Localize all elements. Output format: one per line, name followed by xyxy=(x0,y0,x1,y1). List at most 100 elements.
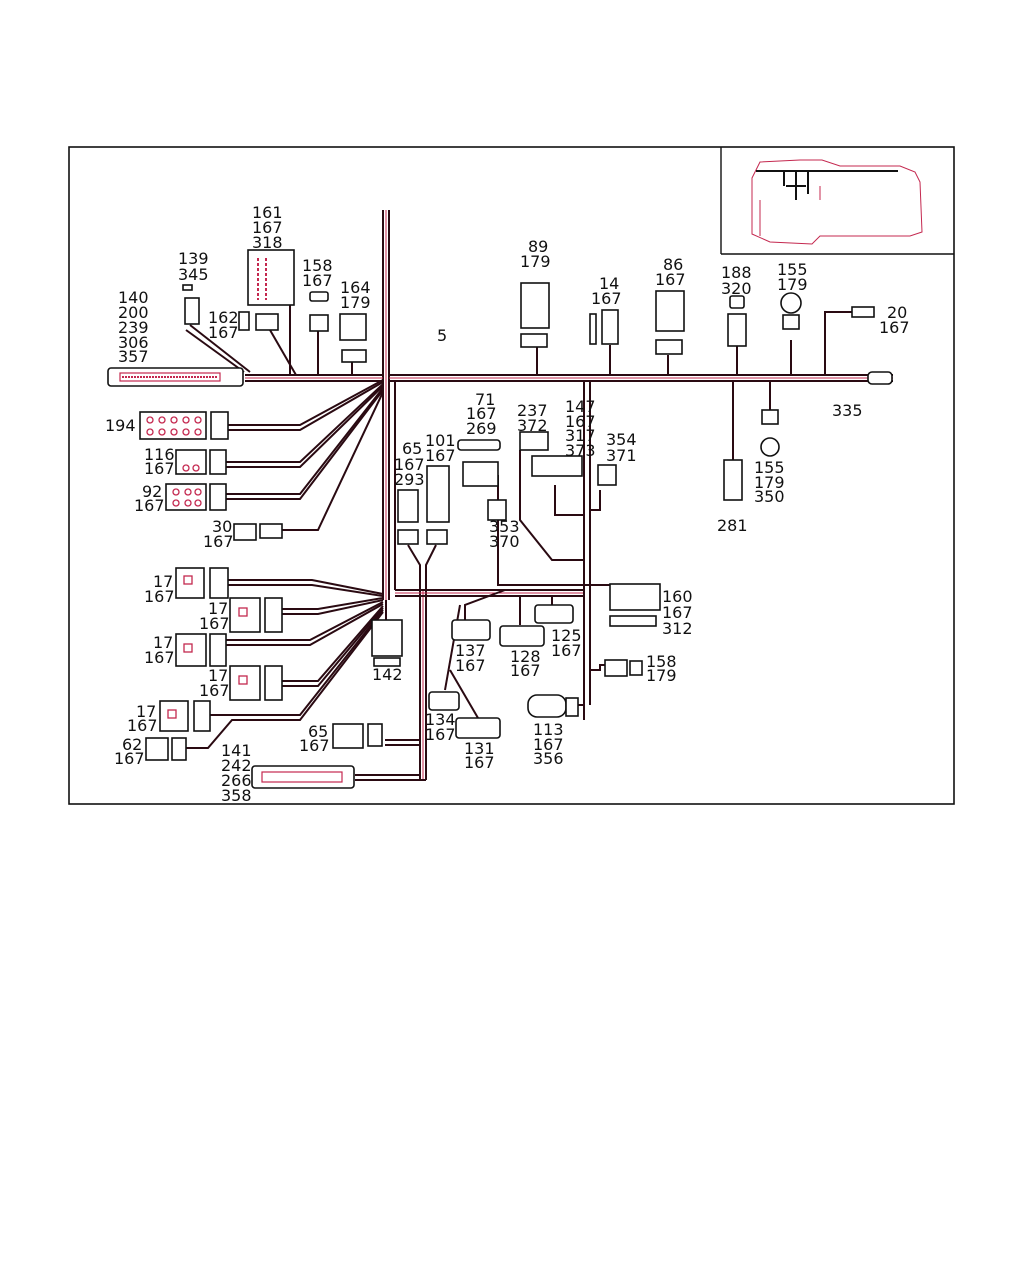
label-179: 179 xyxy=(340,293,371,312)
label-142: 142 xyxy=(372,665,403,684)
label-71: 71 xyxy=(475,390,495,409)
label-113: 113 xyxy=(533,720,564,739)
switch-353 xyxy=(487,499,507,521)
label-335: 335 xyxy=(832,401,863,420)
relay-62 xyxy=(145,737,187,761)
label-155: 155 xyxy=(777,260,808,279)
label-167: 167 xyxy=(299,736,330,755)
label-167: 167 xyxy=(144,648,175,667)
connector-89 xyxy=(520,282,550,348)
relay-65-bottom xyxy=(332,723,383,749)
relay-65-top xyxy=(397,489,419,545)
label-357: 357 xyxy=(118,347,149,366)
sensor-155-top xyxy=(780,292,802,330)
label-17: 17 xyxy=(208,666,228,685)
label-356: 356 xyxy=(533,749,564,768)
label-167: 167 xyxy=(199,681,230,700)
label-167: 167 xyxy=(208,323,239,342)
label-14: 14 xyxy=(599,274,619,293)
label-131: 131 xyxy=(464,739,495,758)
label-269: 269 xyxy=(466,419,497,438)
label-167: 167 xyxy=(510,661,541,680)
connector-335 xyxy=(867,371,893,385)
label-155: 155 xyxy=(754,458,785,477)
label-179: 179 xyxy=(754,473,785,492)
label-167: 167 xyxy=(144,587,175,606)
label-167: 167 xyxy=(199,614,230,633)
label-200: 200 xyxy=(118,303,149,322)
connector-116 xyxy=(175,449,227,475)
label-194: 194 xyxy=(105,416,136,435)
label-167: 167 xyxy=(144,459,175,478)
label-134: 134 xyxy=(425,710,456,729)
connector-86 xyxy=(655,290,685,355)
connector-71 xyxy=(457,439,501,487)
label-101: 101 xyxy=(425,431,456,450)
label-242: 242 xyxy=(221,756,252,775)
left-branch-wires xyxy=(185,270,387,749)
relay-17-e xyxy=(159,700,211,732)
label-125: 125 xyxy=(551,626,582,645)
label-320: 320 xyxy=(721,279,752,298)
label-167: 167 xyxy=(394,455,425,474)
relay-17-c xyxy=(175,633,227,667)
label-65: 65 xyxy=(402,439,422,458)
label-89: 89 xyxy=(528,237,548,256)
connector-139 xyxy=(182,284,200,325)
label-312: 312 xyxy=(662,619,693,638)
label-167: 167 xyxy=(203,532,234,551)
relay-17-d xyxy=(229,665,283,701)
right-branch-wires xyxy=(355,311,852,781)
label-317: 317 xyxy=(565,426,596,445)
label-158: 158 xyxy=(302,256,333,275)
label-354: 354 xyxy=(606,430,637,449)
label-167: 167 xyxy=(464,753,495,772)
part-number-labels: 161 167 318 139 345 158 167 164 179 140 … xyxy=(105,203,910,805)
label-140: 140 xyxy=(118,288,149,307)
label-266: 266 xyxy=(221,771,252,790)
connector-194 xyxy=(139,411,229,440)
label-370: 370 xyxy=(489,532,520,551)
connector-92 xyxy=(165,483,227,511)
vehicle-locator-inset xyxy=(720,147,954,255)
label-350: 350 xyxy=(754,487,785,506)
label-17: 17 xyxy=(136,702,156,721)
connector-162 xyxy=(238,311,279,331)
label-167: 167 xyxy=(425,446,456,465)
label-167: 167 xyxy=(551,641,582,660)
label-17: 17 xyxy=(153,572,173,591)
connector-160 xyxy=(609,583,661,627)
label-188: 188 xyxy=(721,263,752,282)
connector-140 xyxy=(107,367,244,387)
label-62: 62 xyxy=(122,735,142,754)
connector-354 xyxy=(597,464,617,486)
label-167: 167 xyxy=(134,496,165,515)
label-371: 371 xyxy=(606,446,637,465)
label-162: 162 xyxy=(208,308,239,327)
label-167: 167 xyxy=(252,218,283,237)
label-239: 239 xyxy=(118,318,149,337)
label-167: 167 xyxy=(466,404,497,423)
label-179: 179 xyxy=(646,666,677,685)
sensor-237 xyxy=(519,431,583,477)
diagram-frame xyxy=(68,146,955,805)
connector-125 xyxy=(534,604,574,624)
label-167: 167 xyxy=(662,603,693,622)
connector-134 xyxy=(428,691,460,711)
relay-17-a xyxy=(175,567,229,599)
connector-137 xyxy=(451,619,491,641)
connector-131 xyxy=(455,717,501,739)
label-293: 293 xyxy=(394,470,425,489)
connector-14 xyxy=(589,309,619,345)
label-167: 167 xyxy=(533,735,564,754)
label-353: 353 xyxy=(489,517,520,536)
connector-142 xyxy=(371,619,403,667)
label-137: 137 xyxy=(455,641,486,660)
fuse-158-bottom xyxy=(604,659,643,677)
label-373: 373 xyxy=(565,441,596,460)
label-17: 17 xyxy=(208,599,228,618)
label-167: 167 xyxy=(302,271,333,290)
connector-30 xyxy=(233,523,283,541)
label-20: 20 xyxy=(887,303,907,322)
